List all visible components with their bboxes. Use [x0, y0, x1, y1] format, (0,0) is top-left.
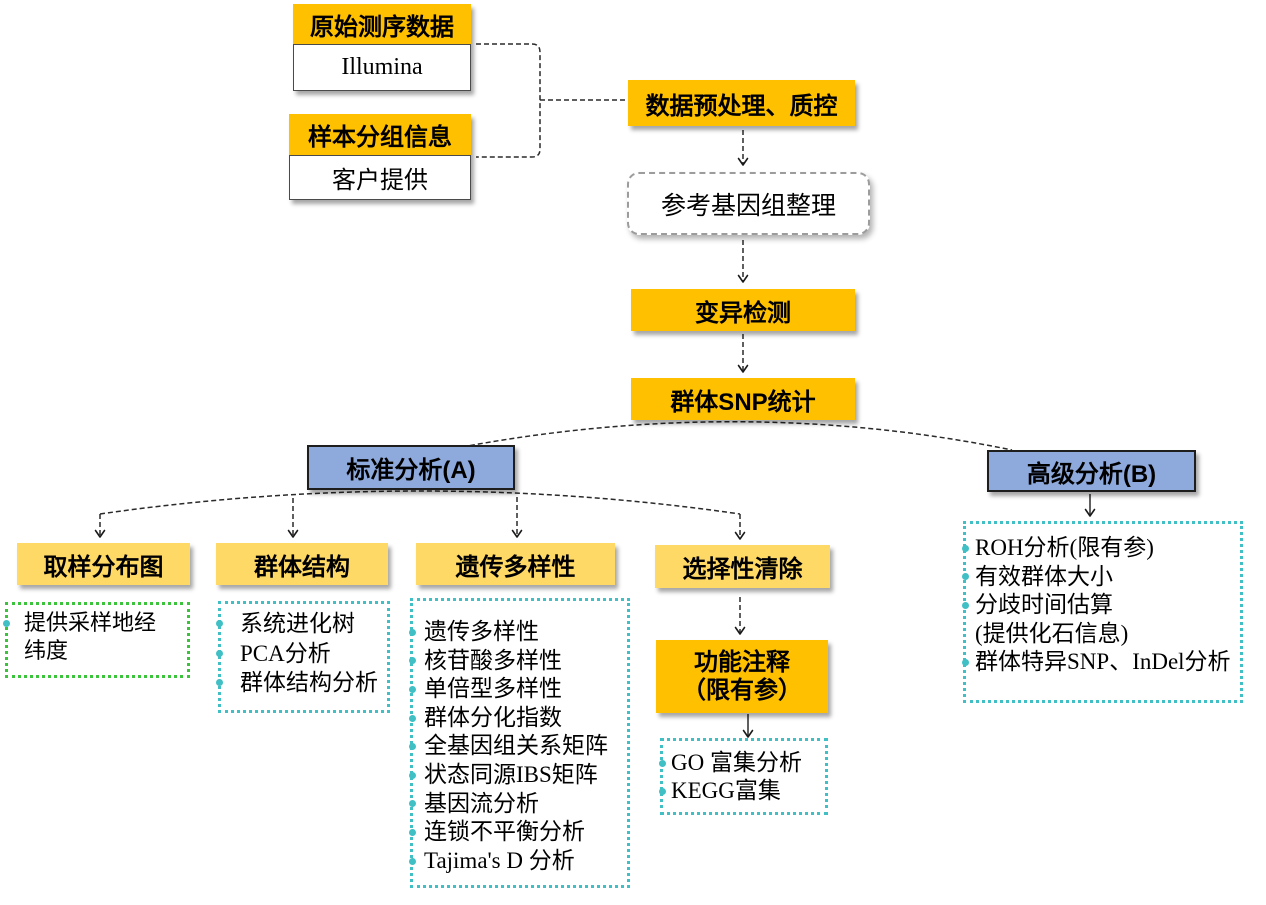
list-item-text: 遗传多样性	[424, 619, 539, 644]
list-item: KEGG富集	[658, 777, 825, 805]
population-structure-list: 系统进化树 PCA分析 群体结构分析	[215, 601, 390, 713]
curve-standard-branches	[99, 490, 741, 515]
list-item: 提供采样地经纬度	[2, 609, 187, 665]
bullet-dot-icon	[408, 800, 416, 808]
functional-annotation-subtitle: （限有参）	[682, 676, 802, 704]
bullet-dot-icon	[658, 787, 666, 795]
list-item: 单倍型多样性	[408, 675, 627, 704]
list-item-text: 系统进化树	[240, 611, 355, 636]
bullet-dot-icon	[408, 685, 416, 693]
bullet-dot-icon	[215, 649, 223, 657]
bullet-dot-icon	[2, 619, 10, 627]
raw-data-node: 原始测序数据 Illumina	[293, 4, 471, 91]
list-item: 核苷酸多样性	[408, 647, 627, 676]
snp-stats-node: 群体SNP统计	[631, 378, 855, 420]
list-item-text: GO 富集分析	[671, 750, 802, 775]
population-structure-node: 群体结构	[216, 543, 388, 585]
list-item: 群体结构分析	[215, 668, 387, 698]
bullet-dot-icon	[215, 679, 223, 686]
list-item-text: PCA分析	[240, 640, 331, 666]
list-item: 分歧时间估算	[961, 591, 1240, 620]
list-item: 群体分化指数	[408, 704, 627, 733]
list-item-text: 连锁不平衡分析	[424, 819, 585, 845]
functional-annotation-node: 功能注释 （限有参）	[656, 640, 828, 713]
list-item: 连锁不平衡分析	[408, 818, 627, 847]
bullet-dot-icon	[408, 828, 416, 836]
list-item-note: (提供化石信息)	[975, 620, 1240, 649]
list-item-text: KEGG富集	[671, 778, 781, 803]
input-merge-bracket	[476, 43, 541, 158]
selective-sweep-node: 选择性清除	[655, 545, 830, 588]
bullet-dot-icon	[961, 601, 969, 609]
list-item: 状态同源IBS矩阵	[408, 761, 627, 790]
advanced-analysis-node: 高级分析(B)	[987, 450, 1196, 492]
bullet-dot-icon	[408, 771, 416, 779]
bullet-dot-icon	[408, 743, 416, 751]
bullet-dot-icon	[215, 620, 223, 627]
list-item: 系统进化树	[215, 609, 387, 639]
bullet-dot-icon	[408, 857, 416, 865]
bullet-dot-icon	[408, 657, 416, 665]
raw-data-platform: Illumina	[293, 44, 471, 91]
list-item-text: 分歧时间估算	[975, 592, 1113, 617]
bullet-dot-icon	[408, 628, 416, 636]
bullet-dot-icon	[408, 714, 416, 722]
list-item-text: 单倍型多样性	[424, 676, 562, 702]
list-item-text: Tajima's D 分析	[424, 847, 575, 873]
bullet-dot-icon	[658, 759, 666, 767]
variant-calling-node: 变异检测	[631, 289, 855, 331]
list-item-text: 群体分化指数	[424, 704, 562, 730]
list-item: GO 富集分析	[658, 749, 825, 777]
list-item: Tajima's D 分析	[408, 847, 627, 876]
bullet-dot-icon	[961, 658, 969, 666]
bullet-dot-icon	[961, 544, 969, 552]
genetic-diversity-list: 遗传多样性 核苷酸多样性 单倍型多样性 群体分化指数 全基因组关系矩阵 状态同源…	[408, 598, 630, 888]
list-item-text: 全基因组关系矩阵	[424, 733, 608, 759]
list-item: 全基因组关系矩阵	[408, 732, 627, 761]
sampling-map-node: 取样分布图	[17, 543, 190, 585]
raw-data-title: 原始测序数据	[293, 4, 471, 44]
list-item-text: 群体结构分析	[240, 670, 378, 695]
genetic-diversity-node: 遗传多样性	[416, 543, 615, 585]
advanced-analysis-list: ROH分析(限有参) 有效群体大小 分歧时间估算 (提供化石信息) 群体特异SN…	[961, 521, 1243, 703]
list-item: 有效群体大小	[961, 563, 1240, 592]
sampling-map-list: 提供采样地经纬度	[2, 602, 190, 678]
list-item-note-text: (提供化石信息)	[975, 620, 1129, 646]
list-item-text: 提供采样地经纬度	[24, 610, 157, 663]
list-item: 遗传多样性	[408, 618, 627, 647]
list-item-text: 核苷酸多样性	[424, 647, 562, 673]
list-item-text: ROH分析(限有参)	[975, 535, 1154, 560]
preprocess-node: 数据预处理、质控	[628, 80, 855, 126]
reference-genome-node: 参考基因组整理	[627, 172, 870, 235]
list-item: PCA分析	[215, 639, 387, 669]
functional-annotation-list: GO 富集分析 KEGG富集	[658, 738, 828, 815]
sample-groups-node: 样本分组信息 客户提供	[289, 114, 471, 200]
list-item: 基因流分析	[408, 790, 627, 819]
list-item-text: 基因流分析	[424, 790, 539, 816]
curve-standard-to-advanced	[461, 421, 1013, 451]
list-item: 群体特异SNP、InDel分析	[961, 648, 1240, 677]
sample-groups-source: 客户提供	[289, 155, 471, 200]
list-item-text: 状态同源IBS矩阵	[424, 761, 598, 787]
functional-annotation-title: 功能注释	[694, 648, 790, 676]
standard-analysis-node: 标准分析(A)	[307, 445, 515, 490]
bullet-dot-icon	[961, 573, 969, 580]
list-item-text: 有效群体大小	[975, 563, 1113, 589]
list-item: ROH分析(限有参)	[961, 534, 1240, 563]
sample-groups-title: 样本分组信息	[289, 114, 471, 155]
list-item-text: 群体特异SNP、InDel分析	[975, 649, 1231, 674]
